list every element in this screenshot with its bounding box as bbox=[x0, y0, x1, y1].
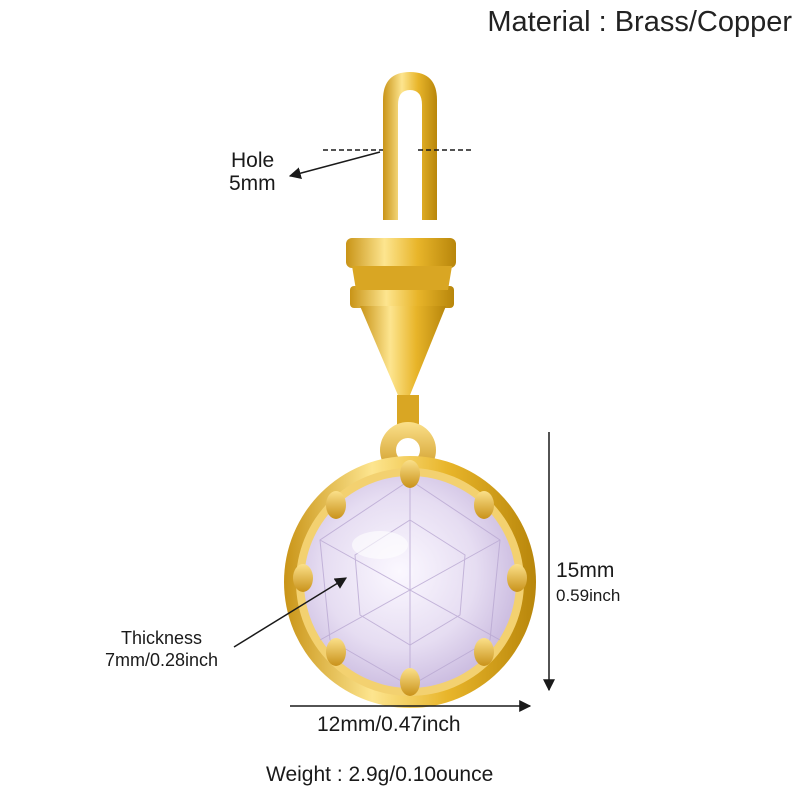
pendant-setting bbox=[284, 456, 536, 708]
material-label: Material : Brass/Copper bbox=[487, 6, 792, 38]
bail-loop bbox=[383, 72, 437, 220]
hole-title: Hole bbox=[231, 149, 275, 172]
hole-label: Hole 5mm bbox=[229, 149, 276, 195]
height-mm: 15mm bbox=[556, 559, 615, 582]
height-label: 15mm 0.59inch bbox=[556, 558, 620, 608]
hole-size: 5mm bbox=[229, 172, 276, 195]
hole-dimension-line bbox=[288, 149, 472, 180]
cone-cap bbox=[346, 238, 456, 400]
thickness-arrow bbox=[233, 577, 348, 648]
width-label: 12mm/0.47inch bbox=[317, 713, 461, 736]
height-inch: 0.59inch bbox=[556, 586, 621, 605]
thickness-label: Thickness 7mm/0.28inch bbox=[105, 627, 218, 671]
weight-label: Weight : 2.9g/0.10ounce bbox=[266, 763, 494, 786]
thickness-size: 7mm/0.28inch bbox=[105, 650, 219, 670]
thickness-title: Thickness bbox=[121, 628, 203, 648]
